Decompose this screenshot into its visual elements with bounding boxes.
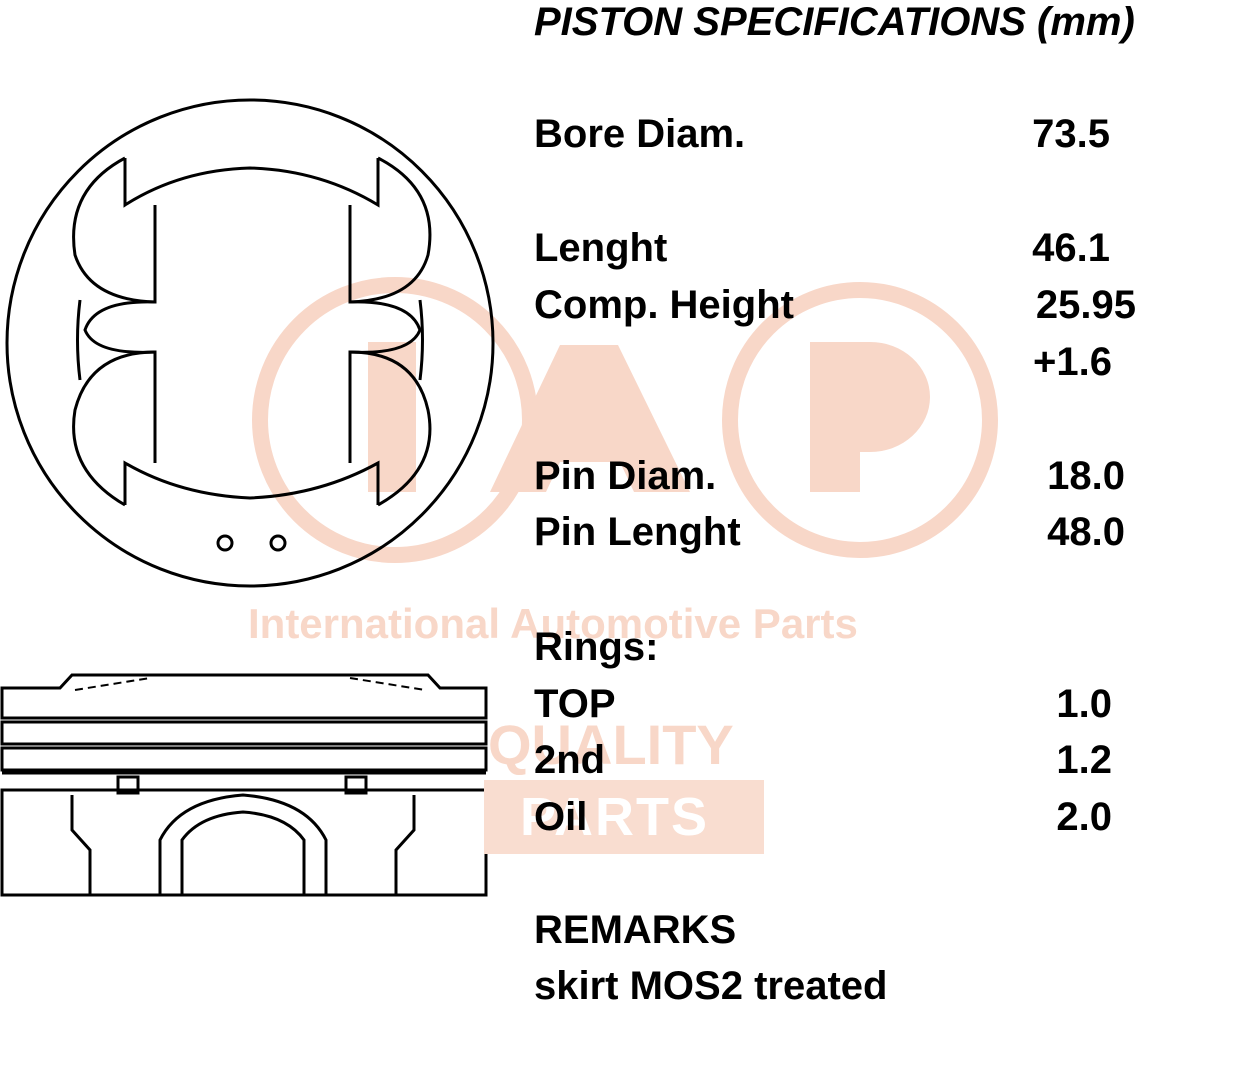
- bore-value: 73.5: [1032, 112, 1110, 156]
- logo-letter-i: [368, 342, 416, 492]
- piston-side-view: [0, 673, 488, 897]
- pin-boss-outer: [158, 793, 328, 895]
- comp-height-extra: +1.6: [1033, 340, 1112, 384]
- logo-circle-p: [722, 282, 998, 558]
- comp-height-label: Comp. Height: [534, 283, 794, 327]
- piston-skirt: [0, 788, 488, 897]
- pin-diam-label: Pin Diam.: [534, 454, 717, 498]
- iap-logo-letters: [368, 342, 930, 492]
- pin-length-label: Pin Lenght: [534, 510, 741, 554]
- watermark-quality: QUALITY: [488, 713, 734, 776]
- comp-height-value: 25.95: [1035, 283, 1136, 327]
- pin-length-value: 48.0: [1047, 510, 1125, 554]
- watermark-parts-box: [484, 780, 764, 854]
- rings-heading: Rings:: [534, 625, 659, 669]
- crown-land: [0, 673, 488, 720]
- logo-letter-a: [490, 345, 690, 492]
- bore-label: Bore Diam.: [534, 112, 746, 156]
- watermark-parts: PARTS: [520, 787, 710, 847]
- ring-top-label: TOP: [534, 682, 616, 726]
- ring-2nd-label: 2nd: [534, 738, 606, 782]
- remarks-heading: REMARKS: [534, 908, 737, 952]
- pin-diam-value: 18.0: [1047, 454, 1125, 498]
- length-value: 46.1: [1032, 226, 1110, 270]
- pin-boss-inner: [180, 810, 306, 895]
- spec-title: PISTON SPECIFICATIONS (mm): [534, 0, 1135, 44]
- length-label: Lenght: [534, 226, 668, 270]
- ring-2nd-value: 1.2: [1056, 738, 1112, 782]
- piston-crown-outline: [5, 98, 495, 588]
- ring-groove-2nd: [0, 746, 488, 772]
- logo-letter-p: [810, 342, 930, 492]
- ring-top-value: 1.0: [1056, 682, 1112, 726]
- valve-mark-right: [269, 534, 287, 552]
- valve-mark-left: [216, 534, 234, 552]
- ring-oil-label: Oil: [534, 795, 588, 839]
- remarks-text: skirt MOS2 treated: [534, 964, 888, 1008]
- ring-groove-top: [0, 720, 488, 746]
- piston-top-view: [5, 98, 495, 588]
- ring-oil-value: 2.0: [1056, 795, 1112, 839]
- watermark-tagline: International Automotive Parts: [248, 600, 858, 647]
